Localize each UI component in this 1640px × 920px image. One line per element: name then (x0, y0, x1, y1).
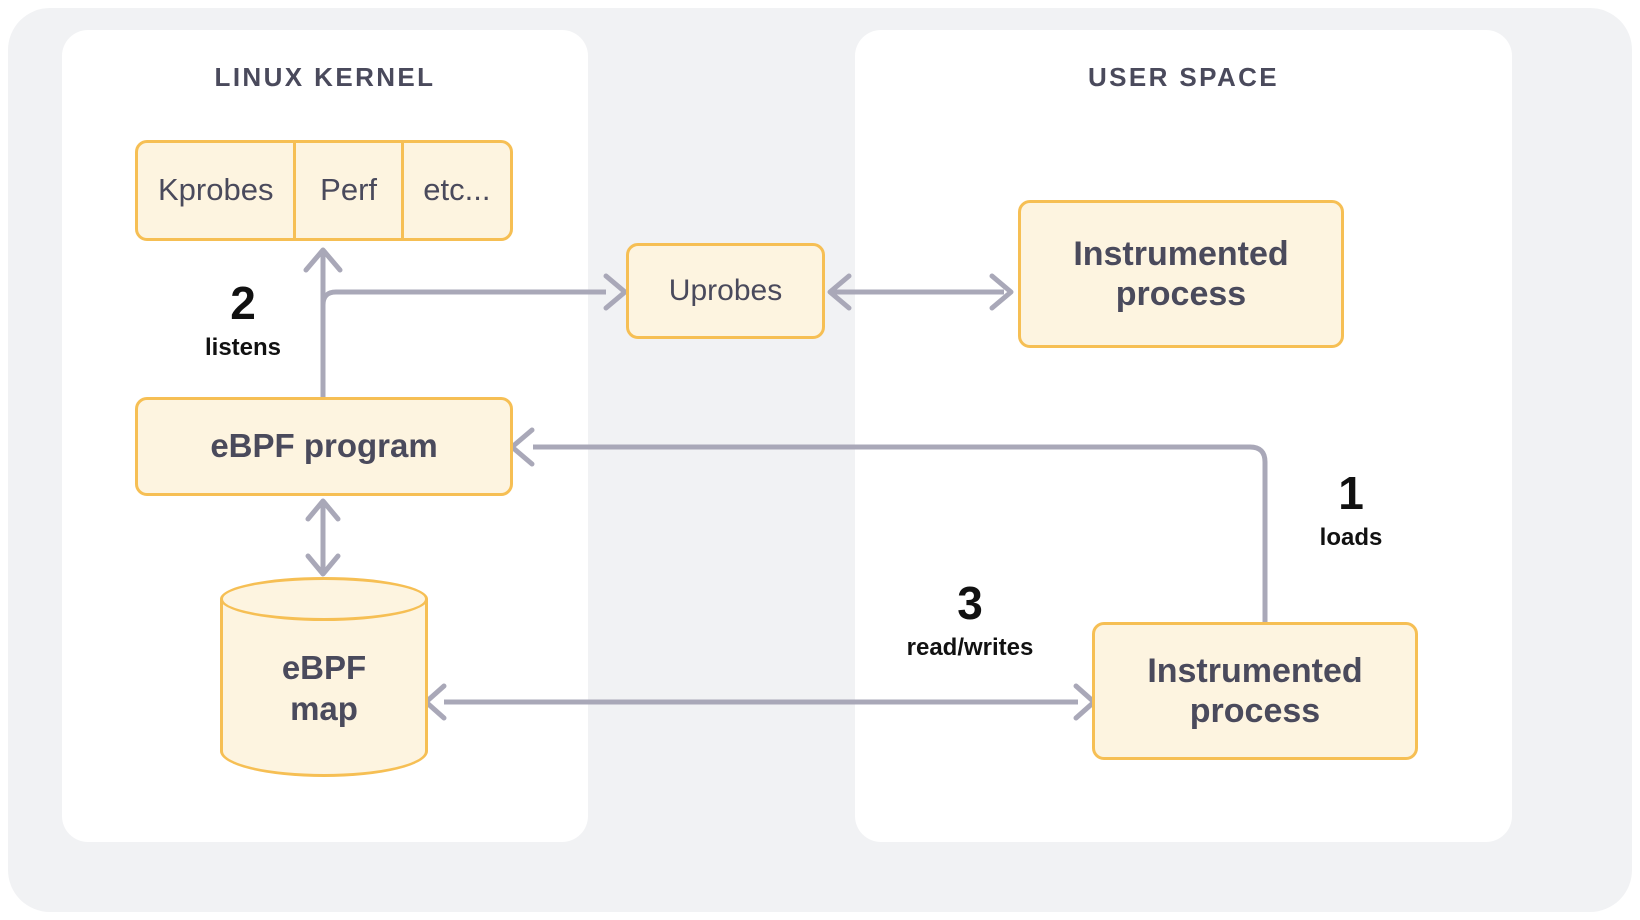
node-uprobes-label: Uprobes (668, 274, 783, 308)
probe-cell-perf[interactable]: Perf (293, 143, 400, 238)
step-annotation-1: 1 loads (1296, 470, 1406, 553)
proc-bottom-line2: process (1189, 692, 1321, 730)
node-instrumented-process-bottom[interactable]: Instrumented process (1092, 622, 1418, 760)
node-ebpf-map-line1: eBPF (281, 649, 367, 686)
node-instrumented-process-bottom-label: Instrumented process (1147, 651, 1362, 731)
probe-strip[interactable]: Kprobes Perf etc... (135, 140, 513, 241)
kernel-zone-title: LINUX KERNEL (214, 62, 436, 92)
step-1-caption: loads (1319, 524, 1383, 551)
probe-cell-etc[interactable]: etc... (400, 143, 510, 238)
cylinder-top-ellipse (220, 577, 428, 621)
node-uprobes[interactable]: Uprobes (626, 243, 825, 339)
step-annotation-2: 2 listens (178, 280, 308, 363)
user-zone-title: USER SPACE (1087, 62, 1280, 92)
node-ebpf-map-line2: map (290, 690, 358, 728)
node-ebpf-program[interactable]: eBPF program (135, 397, 513, 496)
proc-top-line2: process (1115, 275, 1247, 313)
proc-bottom-line1: Instrumented (1147, 651, 1363, 690)
node-ebpf-program-label: eBPF program (210, 427, 438, 465)
probe-cell-kprobes[interactable]: Kprobes (157, 172, 274, 208)
step-annotation-3: 3 read/writes (880, 580, 1060, 663)
step-2-number: 2 (230, 277, 256, 329)
step-3-caption: read/writes (906, 634, 1034, 661)
node-instrumented-process-top[interactable]: Instrumented process (1018, 200, 1344, 348)
node-instrumented-process-top-label: Instrumented process (1073, 234, 1288, 314)
node-ebpf-map[interactable]: eBPF map (220, 577, 428, 799)
cylinder-body (220, 599, 428, 777)
proc-top-line1: Instrumented (1073, 234, 1289, 273)
node-ebpf-map-label: eBPF map (220, 647, 428, 730)
step-1-number: 1 (1338, 467, 1364, 519)
step-2-caption: listens (204, 334, 282, 361)
step-3-number: 3 (957, 577, 983, 629)
